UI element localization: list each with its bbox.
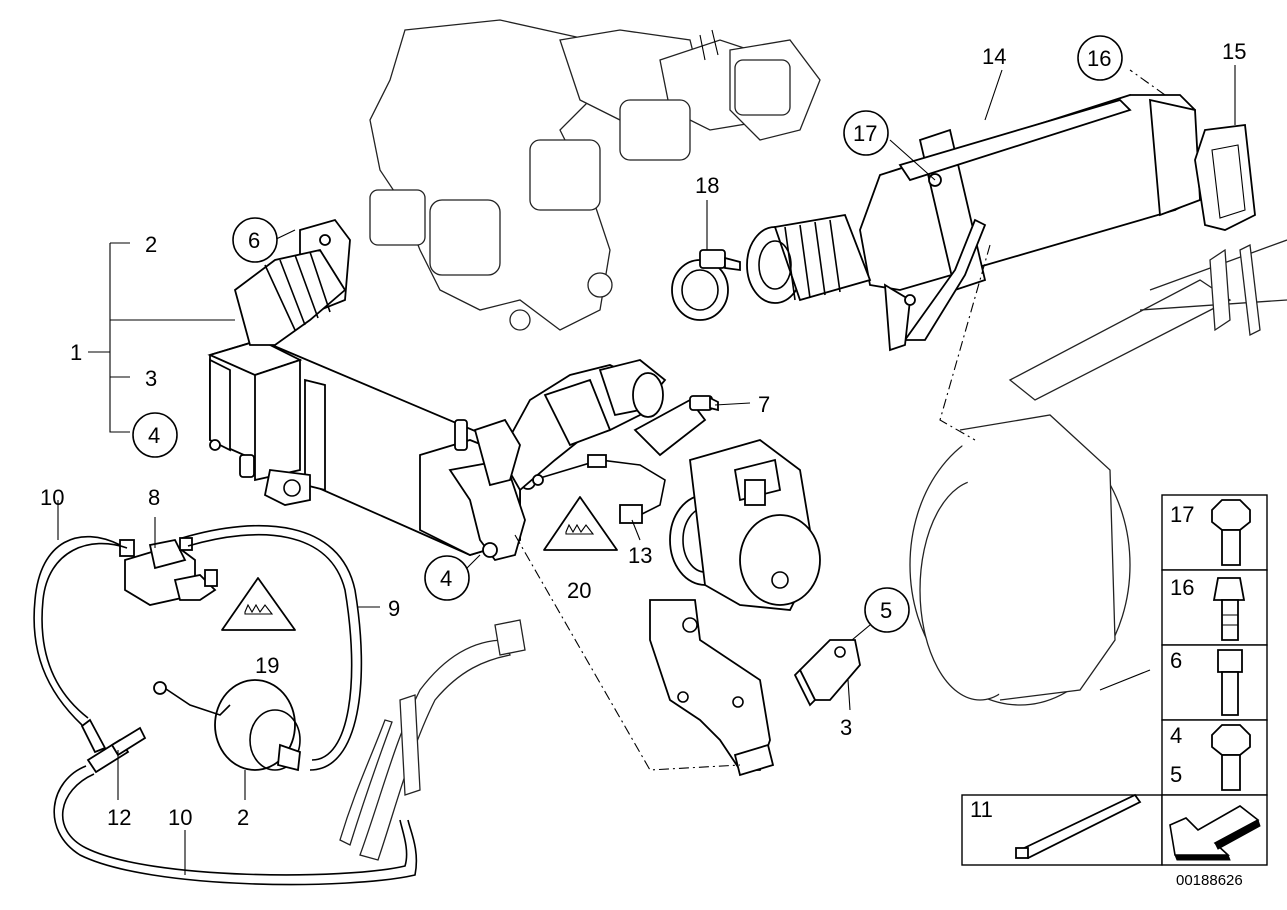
callout-13: 13: [628, 543, 652, 568]
cooler-inlet-pipe: [233, 218, 351, 346]
vacuum-actuator-2: [153, 679, 301, 772]
legend-label-6: 6: [1170, 648, 1182, 673]
solenoid-valve-8: [119, 537, 218, 606]
turbocharger-background: [909, 239, 1287, 706]
corrugated-hose: [746, 213, 872, 304]
clamp-18: [671, 249, 741, 321]
callout-9: 9: [388, 596, 400, 621]
callout-17: 17: [853, 121, 877, 146]
t-connector-12: [80, 718, 147, 774]
legend-label-16: 16: [1170, 575, 1194, 600]
legend-label-17: 17: [1170, 502, 1194, 527]
callout-4-mid: 4: [440, 566, 452, 591]
callout-20: 20: [567, 578, 591, 603]
callout-5: 5: [880, 598, 892, 623]
callout-5-circle: [864, 587, 910, 633]
callout-10-top: 10: [40, 485, 64, 510]
temperature-sensor-13: [532, 454, 666, 524]
exhaust-manifold-background: [369, 19, 821, 331]
callout-4-mid-circle: [424, 555, 470, 601]
callout-10-bottom: 10: [168, 805, 192, 830]
callout-3-left: 3: [145, 366, 157, 391]
legend-label-11: 11: [970, 797, 993, 822]
callout-18: 18: [695, 173, 719, 198]
callout-2-bottom: 2: [237, 805, 249, 830]
callout-19: 19: [255, 653, 279, 678]
legend-label-5: 5: [1170, 762, 1182, 787]
reference-number: 00188626: [1176, 872, 1243, 889]
legend-box-16: [1161, 569, 1268, 646]
leader-lines: [57, 65, 1236, 875]
throttle-body: [669, 439, 821, 611]
callout-1: 1: [70, 340, 82, 365]
callout-3-bottom: 3: [840, 715, 852, 740]
callout-15: 15: [1222, 39, 1246, 64]
warning-triangle-19: [221, 577, 296, 631]
legend-box-6: [1161, 644, 1268, 721]
callout-2-top: 2: [145, 232, 157, 257]
callout-4-left: 4: [148, 423, 160, 448]
callout-17-circle: [843, 110, 889, 156]
fastener-legend: 17 16 6 4 5 11: [961, 494, 1268, 866]
callout-14: 14: [982, 44, 1006, 69]
callout-4-left-circle: [132, 412, 178, 458]
egr-pipe-14: [859, 94, 1201, 352]
callout-16-circle: [1077, 35, 1123, 81]
callouts: 1 2 3 4 6 7 8 9 10 19 12 2 10 4 20 13 5 …: [40, 35, 1246, 830]
callout-8: 8: [148, 485, 160, 510]
callout-16: 16: [1087, 46, 1111, 71]
warning-triangle-20: [543, 496, 618, 551]
callout-12: 12: [107, 805, 131, 830]
clamp-7: [633, 395, 719, 457]
coolant-hoses-background: [339, 619, 526, 861]
gasket-15: [1194, 123, 1256, 231]
dashed-leaders: [514, 69, 1166, 771]
legend-label-4: 4: [1170, 723, 1182, 748]
callout-6-circle: [232, 217, 278, 263]
vacuum-hoses: [33, 524, 418, 886]
cooler-outlet-pipe: [473, 359, 667, 492]
callout-7: 7: [758, 392, 770, 417]
callout-6: 6: [248, 228, 260, 253]
bracket-3: [649, 599, 861, 777]
